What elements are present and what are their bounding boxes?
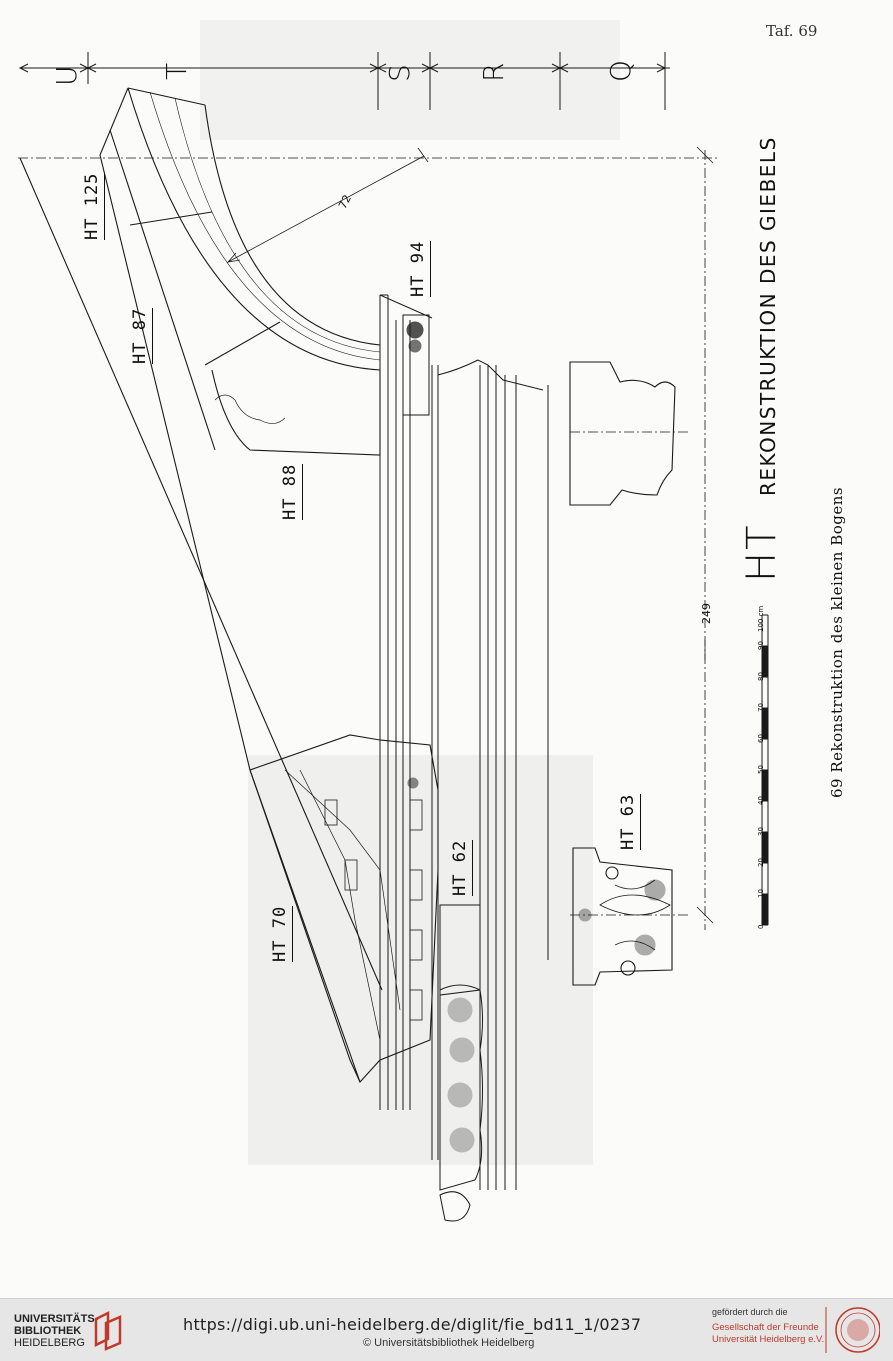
plate-caption: 69 Rekonstruktion des kleinen Bogens bbox=[828, 486, 846, 798]
plate-page: Taf. 69 bbox=[18, 22, 846, 1222]
title-prefix: HT bbox=[739, 523, 785, 582]
plate-number: Taf. 69 bbox=[766, 22, 818, 40]
page-url-link[interactable]: https://digi.ub.uni-heidelberg.de/diglit… bbox=[183, 1315, 642, 1334]
label-ht87: HT 87 bbox=[130, 307, 153, 364]
scale-label-0: 0 bbox=[757, 924, 765, 929]
sponsor-name[interactable]: Gesellschaft der Freunde Universität Hei… bbox=[712, 1322, 824, 1346]
ht63-capital bbox=[572, 847, 673, 986]
library-name-line2: BIBLIOTHEK bbox=[14, 1325, 82, 1337]
scale-label-40: 40 bbox=[757, 796, 765, 805]
sponsor-line1: Gesellschaft der Freunde bbox=[712, 1322, 819, 1333]
section-letter-s: S bbox=[383, 64, 416, 82]
library-name-line3: HEIDELBERG bbox=[14, 1337, 85, 1349]
section-letter-q: Q bbox=[604, 59, 637, 82]
scale-label-90: 90 bbox=[757, 641, 765, 650]
library-logo-icon bbox=[94, 1310, 122, 1351]
copyright-text: © Universitätsbibliothek Heidelberg bbox=[363, 1337, 535, 1349]
library-name[interactable]: UNIVERSITÄTS- BIBLIOTHEK HEIDELBERG bbox=[14, 1313, 98, 1349]
label-ht62: HT 62 bbox=[450, 839, 473, 896]
radius-dimension bbox=[226, 155, 425, 263]
plate-title: REKONSTRUKTION DES GIEBELS bbox=[756, 136, 780, 496]
dimension-249: 249 bbox=[700, 603, 713, 624]
label-ht70: HT 70 bbox=[270, 905, 293, 962]
scale-label-10: 10 bbox=[757, 889, 765, 898]
section-letter-t: T bbox=[160, 62, 193, 80]
section-dimension-chain bbox=[18, 52, 670, 110]
scale-label-30: 30 bbox=[757, 827, 765, 836]
section-letter-u: U bbox=[50, 65, 83, 87]
scale-label-80: 80 bbox=[757, 672, 765, 681]
label-ht94: HT 94 bbox=[408, 240, 431, 297]
scale-label-60: 60 bbox=[757, 734, 765, 743]
ht94-molding bbox=[402, 314, 544, 416]
label-ht88: HT 88 bbox=[280, 463, 303, 520]
university-seal-icon bbox=[825, 1307, 880, 1353]
label-ht125: HT 125 bbox=[82, 172, 105, 240]
sponsor-line2: Universität Heidelberg e.V. bbox=[712, 1334, 825, 1345]
scale-label-70: 70 bbox=[757, 703, 765, 712]
scale-label-50: 50 bbox=[757, 765, 765, 774]
ht70-cornice-block bbox=[249, 734, 439, 1083]
axis-lines bbox=[18, 150, 720, 930]
footer-bar: UNIVERSITÄTS- BIBLIOTHEK HEIDELBERG http… bbox=[0, 1298, 893, 1361]
section-letter-r: R bbox=[477, 62, 510, 82]
ht62-frieze bbox=[439, 904, 483, 1222]
label-ht63: HT 63 bbox=[618, 793, 641, 850]
arch-voussoirs bbox=[99, 87, 381, 456]
scale-label-end: 100 cm bbox=[757, 605, 765, 632]
library-name-line1: UNIVERSITÄTS- bbox=[14, 1313, 99, 1325]
entablature-bands bbox=[379, 294, 549, 1190]
sponsor-prefix: gefördert durch die bbox=[712, 1307, 788, 1317]
pediment-drawing bbox=[18, 52, 769, 1222]
scale-label-20: 20 bbox=[757, 858, 765, 867]
upper-capital bbox=[569, 361, 676, 506]
